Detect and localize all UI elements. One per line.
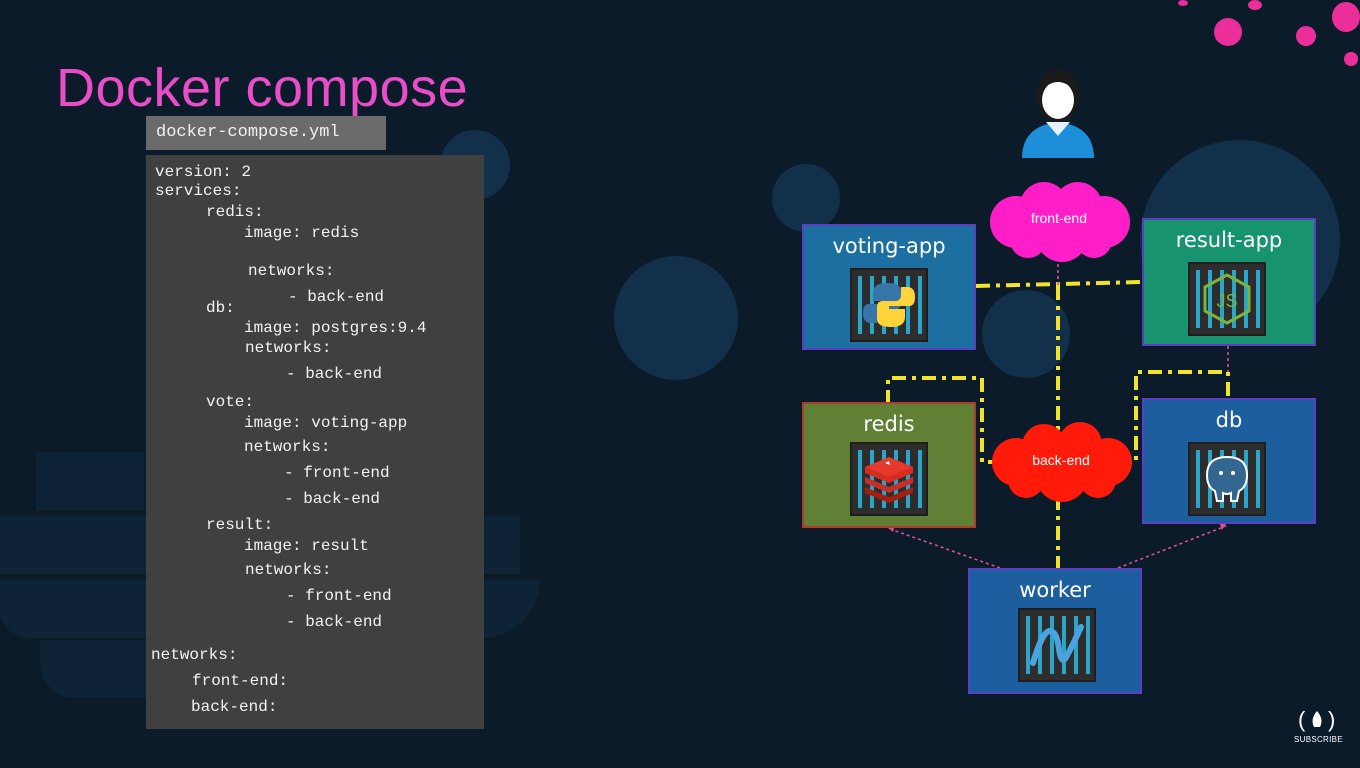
front-end-label: front-end — [1030, 210, 1088, 226]
nodejs-icon: JS — [1203, 273, 1251, 325]
container-icon — [1018, 608, 1096, 682]
container-icon — [850, 268, 928, 342]
code-line: - back-end — [284, 490, 381, 508]
postgres-icon — [1205, 455, 1249, 502]
redis-icon — [865, 457, 913, 503]
code-line: networks: — [245, 339, 332, 357]
code-line: networks: — [248, 262, 335, 280]
flame-icon: ( ) — [1298, 707, 1335, 732]
background-circle — [982, 290, 1070, 378]
arrow-head — [1219, 522, 1226, 530]
code-line: image: redis — [244, 224, 360, 242]
code-line: redis: — [206, 203, 264, 221]
code-line: db: — [206, 299, 235, 317]
code-line: - back-end — [288, 288, 385, 306]
result-app-node: result-app JS — [1142, 218, 1316, 346]
file-name-tab: docker-compose.yml — [146, 116, 386, 150]
worker-node: worker — [968, 568, 1142, 694]
node-label: worker — [1019, 578, 1091, 602]
worker-db-link — [1117, 525, 1227, 569]
node-label: redis — [863, 412, 915, 436]
decorative-dot — [1248, 0, 1262, 10]
code-line: services: — [155, 182, 242, 200]
background-circle — [772, 164, 840, 232]
front-end-link — [975, 280, 1143, 288]
code-line: image: result — [244, 537, 369, 555]
code-line: vote: — [206, 393, 255, 411]
cloud-icon — [990, 182, 1130, 262]
code-line: networks: — [245, 561, 332, 579]
svg-text:JS: JS — [1216, 291, 1237, 311]
container-icon: JS — [1188, 262, 1266, 336]
subscribe-logo[interactable]: ( ) SUBSCRIBE — [1294, 705, 1343, 745]
code-line: front-end: — [192, 672, 289, 690]
code-line: - back-end — [286, 613, 383, 631]
node-label: db — [1215, 408, 1243, 432]
back-end-label: back-end — [1032, 452, 1090, 468]
voting-app-node: voting-app — [802, 224, 976, 350]
worker-redis-link — [892, 529, 1001, 569]
code-line: - front-end — [286, 587, 392, 605]
code-line: image: voting-app — [244, 414, 408, 432]
decorative-dot — [1332, 2, 1360, 32]
cloud-icon — [992, 422, 1132, 502]
decorative-dot — [1178, 0, 1188, 6]
code-line: networks: — [244, 438, 331, 456]
code-line: networks: — [151, 646, 238, 664]
front-end-network-cloud: front-end — [984, 178, 1134, 262]
db-node: db — [1142, 398, 1316, 524]
code-line: image: postgres:9.4 — [244, 319, 427, 337]
subscribe-label: SUBSCRIBE — [1294, 735, 1343, 744]
svg-text:(: ( — [1298, 707, 1306, 732]
back-end-network-cloud: back-end — [986, 420, 1136, 502]
node-label: result-app — [1175, 228, 1283, 252]
slide-title: Docker compose — [56, 58, 469, 118]
code-line: - front-end — [284, 464, 390, 482]
container-icon — [850, 442, 928, 516]
code-line: result: — [206, 516, 274, 534]
dotnet-icon — [1030, 624, 1084, 666]
code-line: version: 2 — [155, 163, 252, 181]
code-panel: version: 2 services: redis: image: redis… — [146, 155, 484, 729]
redis-node: redis — [802, 402, 976, 528]
user-icon — [1022, 70, 1094, 158]
container-icon — [1188, 442, 1266, 516]
code-line: back-end: — [191, 698, 278, 716]
python-icon — [863, 283, 915, 327]
node-label: voting-app — [832, 234, 946, 258]
decorative-dot — [1214, 18, 1242, 46]
code-line: - back-end — [286, 365, 383, 383]
back-end-link-redis — [886, 376, 1000, 464]
decorative-dot — [1296, 26, 1316, 46]
background-circle — [614, 256, 738, 380]
svg-text:): ) — [1328, 707, 1335, 732]
decorative-dot — [1344, 52, 1358, 66]
